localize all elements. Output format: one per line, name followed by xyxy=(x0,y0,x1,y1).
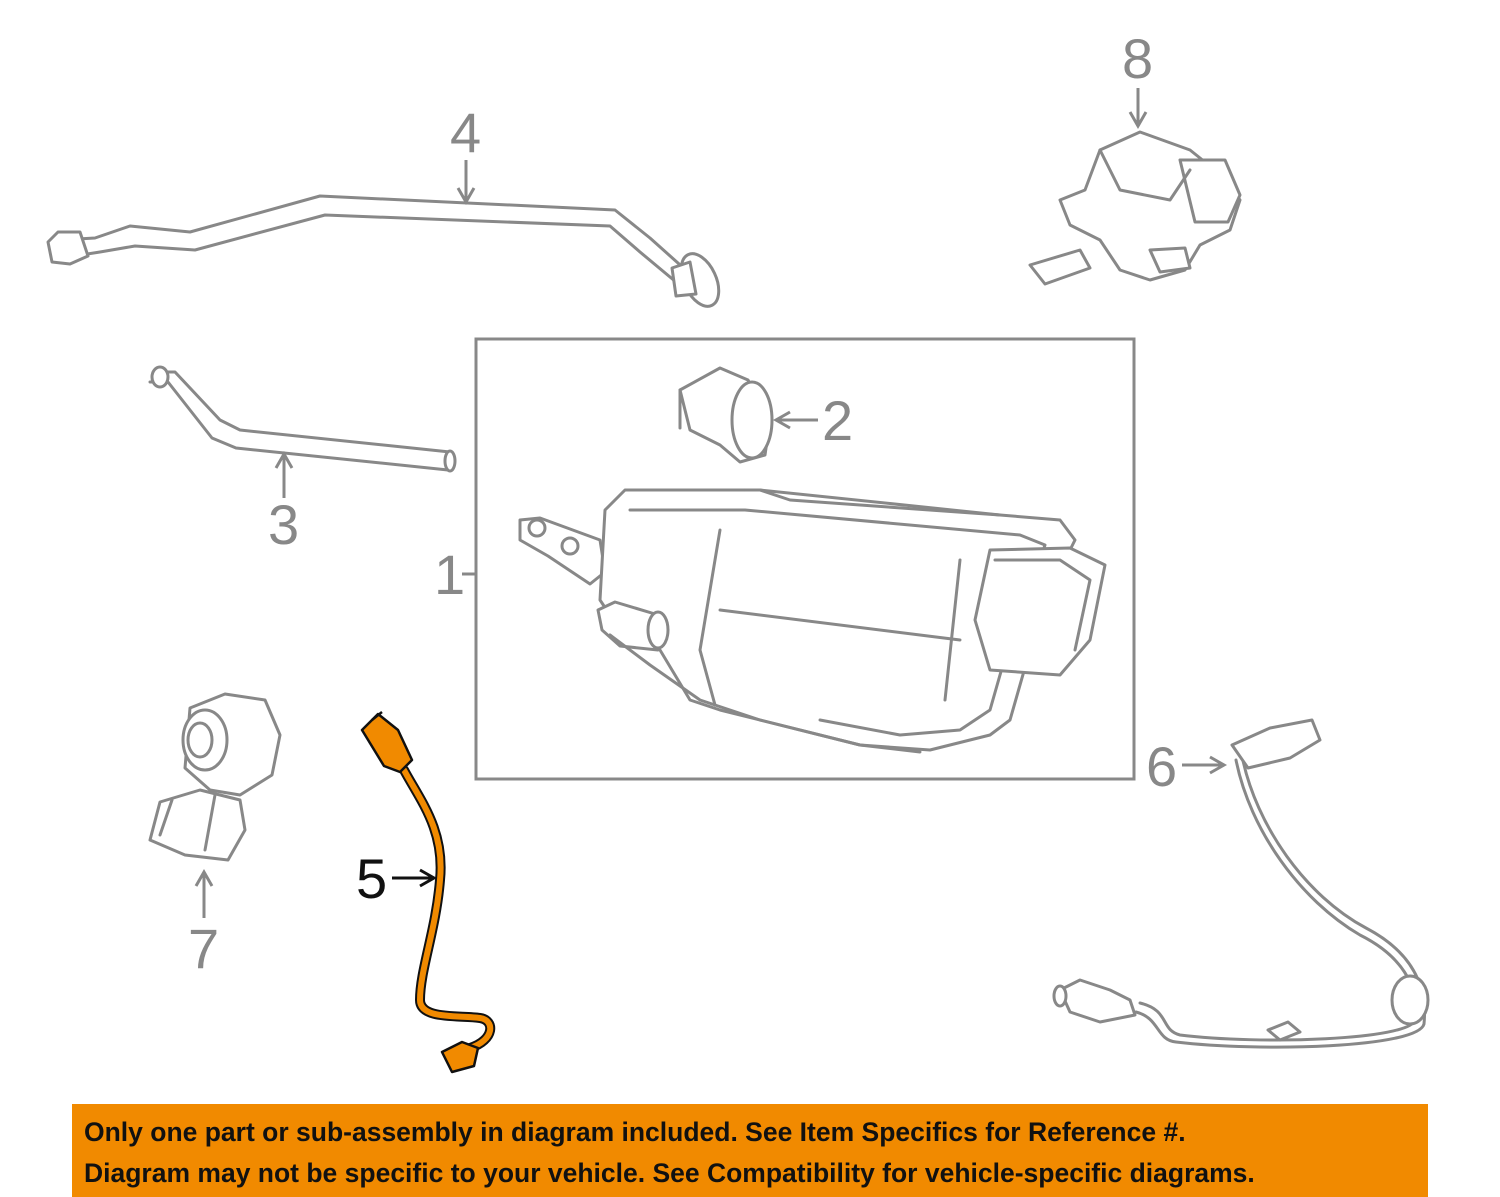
part-4-vapor-hose xyxy=(46,194,721,308)
part-7-sensor xyxy=(148,692,282,862)
svg-text:6: 6 xyxy=(1146,735,1177,798)
svg-text:4: 4 xyxy=(450,101,481,164)
callout-8: 8 xyxy=(1122,27,1153,130)
callout-5: 5 xyxy=(356,847,438,910)
part-8-purge-valve xyxy=(1028,130,1242,286)
callout-2: 2 xyxy=(772,389,853,452)
callout-4: 4 xyxy=(450,101,481,206)
callout-3: 3 xyxy=(268,450,299,556)
parts-diagram: 4 8 3 2 xyxy=(46,27,1430,1074)
part-1-canister xyxy=(518,488,1107,754)
part-3-hose xyxy=(148,365,457,473)
svg-text:1: 1 xyxy=(434,543,465,606)
svg-text:7: 7 xyxy=(188,917,219,980)
svg-text:8: 8 xyxy=(1122,27,1153,90)
part-6-sensor xyxy=(1052,718,1430,1049)
disclaimer-line-2: Diagram may not be specific to your vehi… xyxy=(84,1158,1255,1188)
part-2-connector xyxy=(678,366,774,464)
svg-text:3: 3 xyxy=(268,493,299,556)
part-5-sensor-harness xyxy=(360,711,496,1074)
disclaimer-banner: Only one part or sub-assembly in diagram… xyxy=(72,1104,1428,1197)
disclaimer-line-1: Only one part or sub-assembly in diagram… xyxy=(84,1117,1186,1147)
part-1-box xyxy=(474,337,1136,781)
callout-6: 6 xyxy=(1146,735,1228,798)
svg-text:2: 2 xyxy=(822,389,853,452)
callout-1: 1 xyxy=(434,543,476,606)
callout-7: 7 xyxy=(188,868,219,980)
svg-text:5: 5 xyxy=(356,847,387,910)
